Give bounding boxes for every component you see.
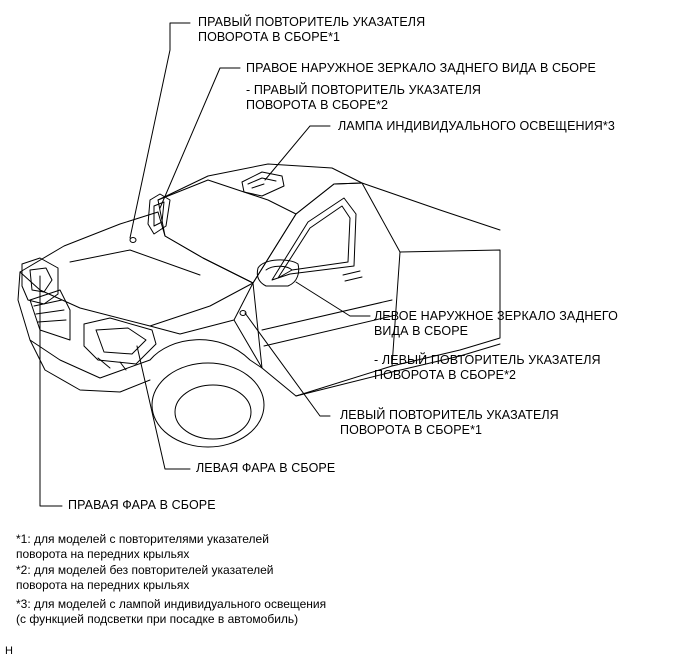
personal-lamp-shape xyxy=(242,172,284,196)
label-right-mirror: ПРАВОЕ НАРУЖНОЕ ЗЕРКАЛО ЗАДНЕГО ВИДА В С… xyxy=(246,61,596,75)
door-handle xyxy=(343,271,362,281)
body-line xyxy=(262,300,392,346)
grille xyxy=(30,290,70,340)
front-wheel-inner xyxy=(175,385,251,439)
leader-left-mirror xyxy=(296,282,370,316)
footnote-1: *1: для моделей с повторителями указател… xyxy=(16,532,269,561)
leader-right-headlamp xyxy=(40,276,62,506)
roof-outline xyxy=(158,164,362,200)
label-right-mirror-repeater: - ПРАВЫЙ ПОВТОРИТЕЛЬ УКАЗАТЕЛЯ ПОВОРОТА … xyxy=(246,83,482,112)
wheel-arch xyxy=(150,340,262,368)
label-left-mirror-repeater: - ЛЕВЫЙ ПОВТОРИТЕЛЬ УКАЗАТЕЛЯ ПОВОРОТА В… xyxy=(374,353,601,382)
label-left-headlamp: ЛЕВАЯ ФАРА В СБОРЕ xyxy=(196,461,336,475)
front-wheel xyxy=(152,363,264,447)
left-headlamp-shape xyxy=(84,318,156,364)
rear-pillar xyxy=(362,183,500,230)
label-right-headlamp: ПРАВАЯ ФАРА В СБОРЕ xyxy=(68,498,216,512)
leader-left-side-repeater xyxy=(245,313,330,416)
door-window-inner xyxy=(278,206,350,278)
rocker xyxy=(296,344,500,396)
footnote-2: *2: для моделей без повторителей указате… xyxy=(16,563,274,592)
label-left-side-repeater: ЛЕВЫЙ ПОВТОРИТЕЛЬ УКАЗАТЕЛЯ ПОВОРОТА В С… xyxy=(340,408,559,437)
leader-personal-lamp xyxy=(265,126,330,180)
front-fender xyxy=(150,283,262,368)
leader-right-mirror xyxy=(160,68,240,208)
figure-id: H xyxy=(5,645,13,657)
door-window xyxy=(272,198,356,280)
right-mirror-shape xyxy=(148,194,170,234)
right-headlamp-shape xyxy=(22,258,58,304)
label-left-mirror: ЛЕВОЕ НАРУЖНОЕ ЗЕРКАЛО ЗАДНЕГО ВИДА В СБ… xyxy=(374,309,618,338)
right-side-repeater-shape xyxy=(130,238,136,243)
rear-body xyxy=(392,250,500,366)
hood-outline xyxy=(20,212,253,326)
label-right-side-repeater: ПРАВЫЙ ПОВТОРИТЕЛЬ УКАЗАТЕЛЯ ПОВОРОТА В … xyxy=(198,15,426,44)
front-bumper xyxy=(18,272,150,378)
left-side-repeater-shape xyxy=(240,311,246,316)
leader-left-headlamp xyxy=(137,346,190,469)
leader-right-side-repeater xyxy=(130,23,190,238)
left-mirror-shape xyxy=(257,260,298,286)
label-personal-lamp: ЛАМПА ИНДИВИДУАЛЬНОГО ОСВЕЩЕНИЯ*3 xyxy=(338,119,615,133)
hood-crease xyxy=(70,250,200,275)
footnote-3: *3: для моделей с лампой индивидуального… xyxy=(16,597,327,626)
